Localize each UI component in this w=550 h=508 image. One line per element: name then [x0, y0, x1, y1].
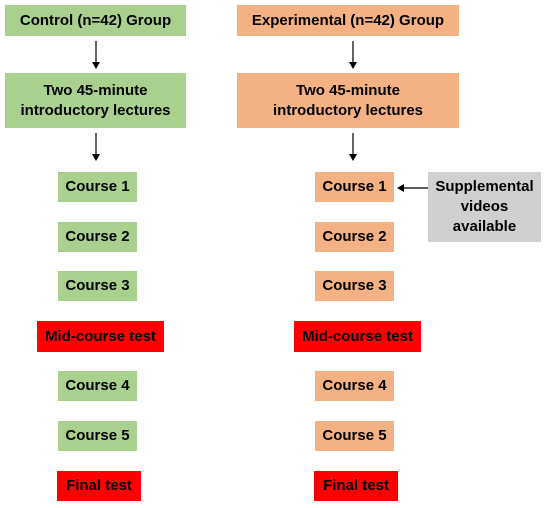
- experimental-lectures-box: Two 45-minute introductory lectures: [237, 73, 459, 128]
- experimental-group-header: Experimental (n=42) Group: [237, 5, 459, 36]
- control-course-2: Course 2: [58, 222, 137, 252]
- control-group-header: Control (n=42) Group: [5, 5, 186, 36]
- experimental-course-1: Course 1: [315, 172, 394, 202]
- experimental-course-4: Course 4: [315, 371, 394, 401]
- experimental-mid-course-test: Mid-course test: [294, 321, 421, 352]
- control-final-test: Final test: [57, 471, 141, 501]
- supplemental-videos-box: Supplemental videos available: [428, 172, 541, 242]
- experimental-final-test: Final test: [314, 471, 398, 501]
- control-course-5: Course 5: [58, 421, 137, 451]
- experimental-course-3: Course 3: [315, 271, 394, 301]
- control-mid-course-test: Mid-course test: [37, 321, 164, 352]
- control-course-1: Course 1: [58, 172, 137, 202]
- experimental-course-2: Course 2: [315, 222, 394, 252]
- control-course-3: Course 3: [58, 271, 137, 301]
- experimental-course-5: Course 5: [315, 421, 394, 451]
- control-course-4: Course 4: [58, 371, 137, 401]
- control-lectures-box: Two 45-minute introductory lectures: [5, 73, 186, 128]
